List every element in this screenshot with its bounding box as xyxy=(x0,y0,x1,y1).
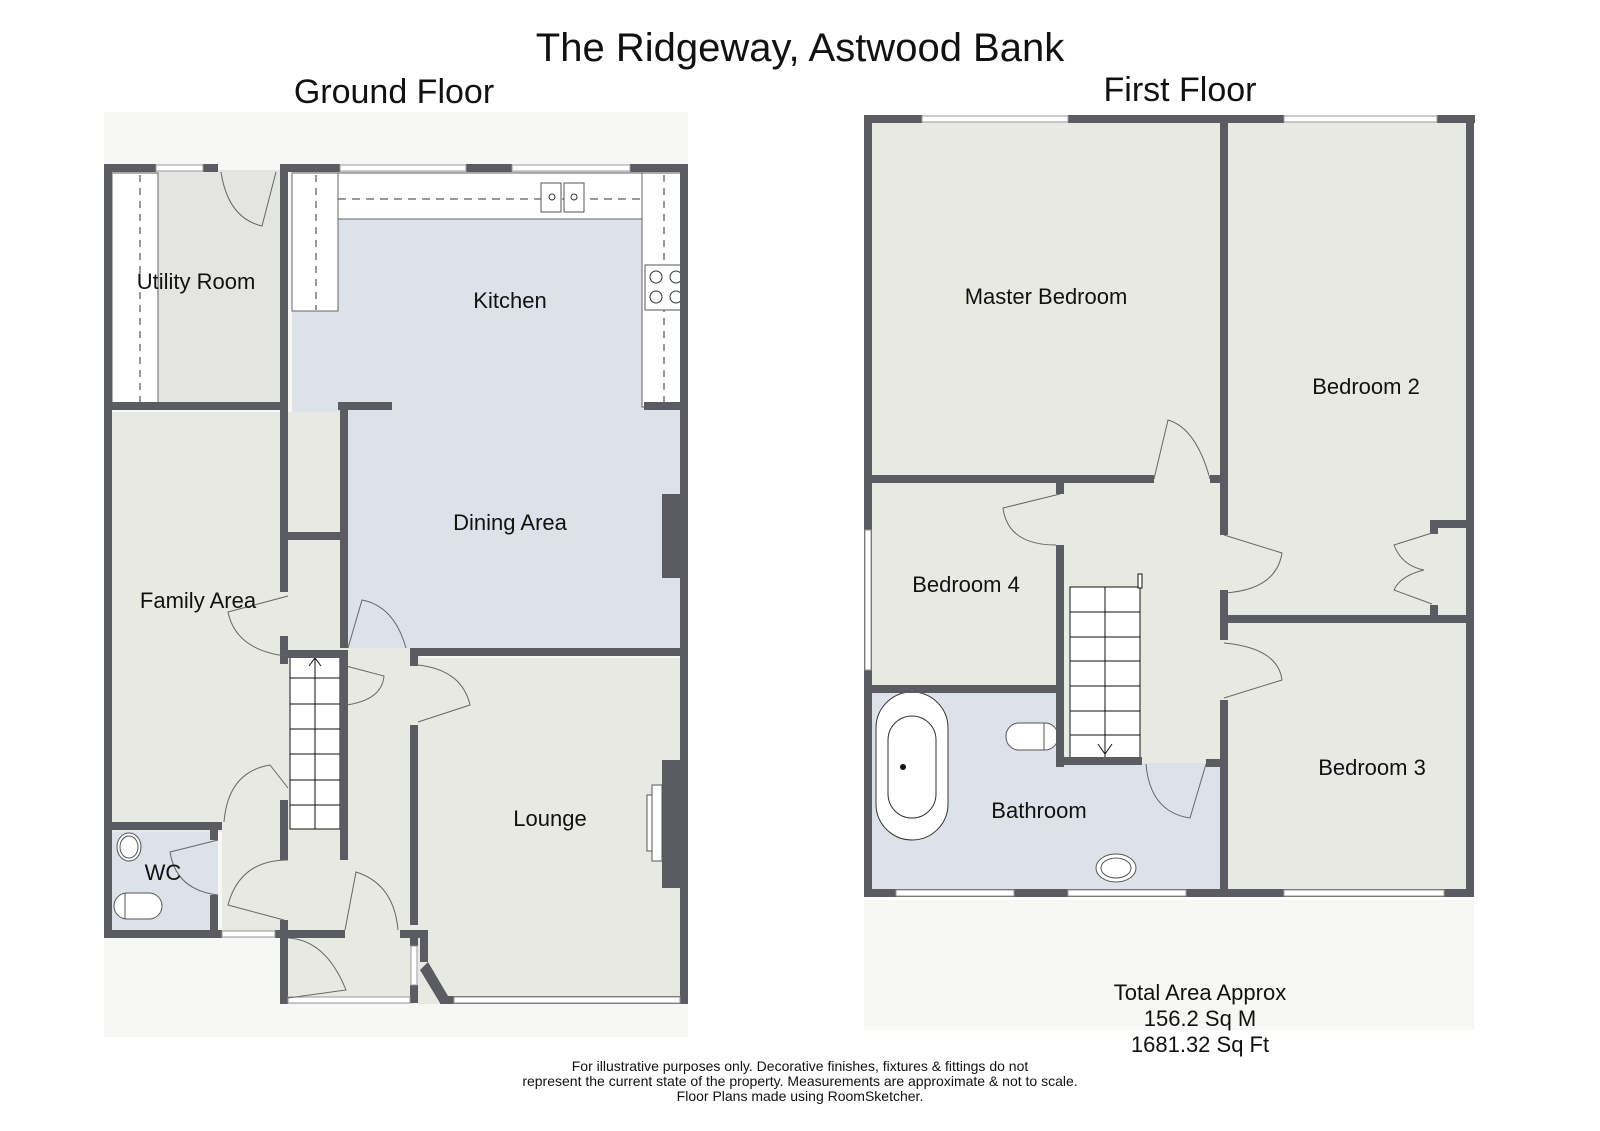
hallway-floor xyxy=(340,648,420,938)
first-floor-plan: Master Bedroom Bedroom 2 Bedroom 4 Bathr… xyxy=(864,115,1475,1030)
room-label-family-area: Family Area xyxy=(140,588,257,613)
ground-floor-title: Ground Floor xyxy=(293,73,495,111)
sink-icon xyxy=(540,182,585,213)
room-label-master-bedroom: Master Bedroom xyxy=(965,284,1128,309)
disclaimer-line-2: represent the current state of the prope… xyxy=(522,1073,1078,1089)
porch-floor xyxy=(288,938,414,1004)
disclaimer: For illustrative purposes only. Decorati… xyxy=(400,1059,1200,1104)
plan-title: The Ridgeway, Astwood Bank xyxy=(535,26,1065,70)
staircase-icon xyxy=(289,653,341,830)
first-floor-title: First Floor xyxy=(1103,71,1257,109)
toilet-icon xyxy=(113,892,163,920)
ground-floor-plan: Utility Room Kitchen Dining Area Family … xyxy=(104,112,688,1037)
room-label-bedroom-2: Bedroom 2 xyxy=(1312,374,1420,399)
toilet-icon xyxy=(1005,722,1059,751)
room-label-utility-room: Utility Room xyxy=(137,269,256,294)
lounge-floor xyxy=(418,658,686,1004)
basin-icon xyxy=(1095,853,1137,883)
bathtub-icon xyxy=(875,691,949,841)
total-area-block: Total Area Approx 156.2 Sq M 1681.32 Sq … xyxy=(1060,980,1340,1058)
total-area-heading: Total Area Approx xyxy=(1113,980,1287,1005)
room-label-bathroom: Bathroom xyxy=(991,798,1086,823)
total-area-sq-m: 156.2 Sq M xyxy=(1143,1006,1257,1031)
room-label-dining-area: Dining Area xyxy=(453,510,568,535)
windows xyxy=(155,164,681,1004)
basin-icon xyxy=(116,832,142,862)
door-swings xyxy=(1002,419,1433,819)
room-label-kitchen: Kitchen xyxy=(473,288,546,313)
room-label-bedroom-3: Bedroom 3 xyxy=(1318,755,1426,780)
dining-floor xyxy=(348,410,686,648)
disclaimer-line-3: Floor Plans made using RoomSketcher. xyxy=(676,1088,924,1104)
windows xyxy=(864,115,1445,897)
room-label-wc: WC xyxy=(145,860,182,885)
total-area-sq-ft: 1681.32 Sq Ft xyxy=(1130,1032,1270,1057)
door-swings xyxy=(169,171,471,999)
room-label-lounge: Lounge xyxy=(513,806,586,831)
disclaimer-line-1: For illustrative purposes only. Decorati… xyxy=(571,1058,1029,1074)
room-label-bedroom-4: Bedroom 4 xyxy=(912,572,1020,597)
staircase-icon xyxy=(1069,573,1143,761)
